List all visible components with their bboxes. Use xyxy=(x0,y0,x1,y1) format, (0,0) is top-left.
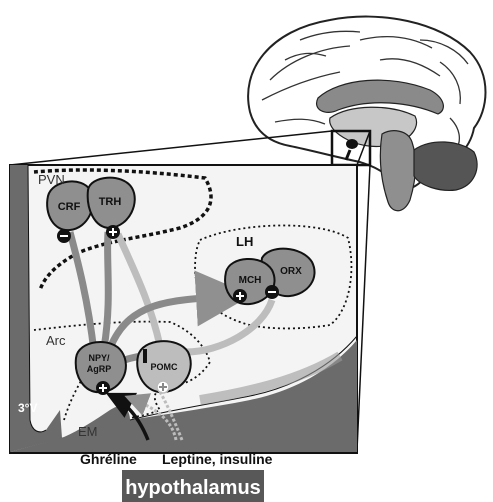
orx-label: ORX xyxy=(280,266,302,277)
lh-label: LH xyxy=(236,234,253,249)
trh-label: TRH xyxy=(99,196,122,208)
brainstem xyxy=(380,131,415,211)
orx-inhibition-marker xyxy=(265,285,279,299)
banner-title: hypothalamus xyxy=(125,477,261,499)
pomc-inhibition-bar xyxy=(143,349,147,363)
em-label: EM xyxy=(78,424,98,439)
mch-excitation-marker xyxy=(233,289,247,303)
arc-label: Arc xyxy=(46,333,66,348)
leptin-insulin-label: Leptine, insuline xyxy=(162,451,273,467)
pvn-label: PVN xyxy=(38,172,65,187)
npy-label: NPY/ xyxy=(88,353,110,363)
crf-inhibition-marker xyxy=(57,229,71,243)
npy-ghrelin-excitation-marker xyxy=(96,381,110,395)
crf-neuron: CRF xyxy=(47,181,93,230)
crf-label: CRF xyxy=(58,201,81,213)
third-ventricle-label: 3°V xyxy=(18,401,37,415)
trh-excitation-marker xyxy=(106,225,120,239)
hypothalamus-banner: hypothalamus xyxy=(122,470,264,502)
cerebellum xyxy=(414,142,477,190)
mch-neuron: MCH xyxy=(225,259,274,304)
pomc-label: POMC xyxy=(151,362,179,372)
mch-label: MCH xyxy=(239,275,262,286)
agrp-label: AgRP xyxy=(87,364,112,374)
pomc-leptin-excitation-marker xyxy=(157,381,169,393)
ghrelin-label: Ghréline xyxy=(80,451,137,467)
